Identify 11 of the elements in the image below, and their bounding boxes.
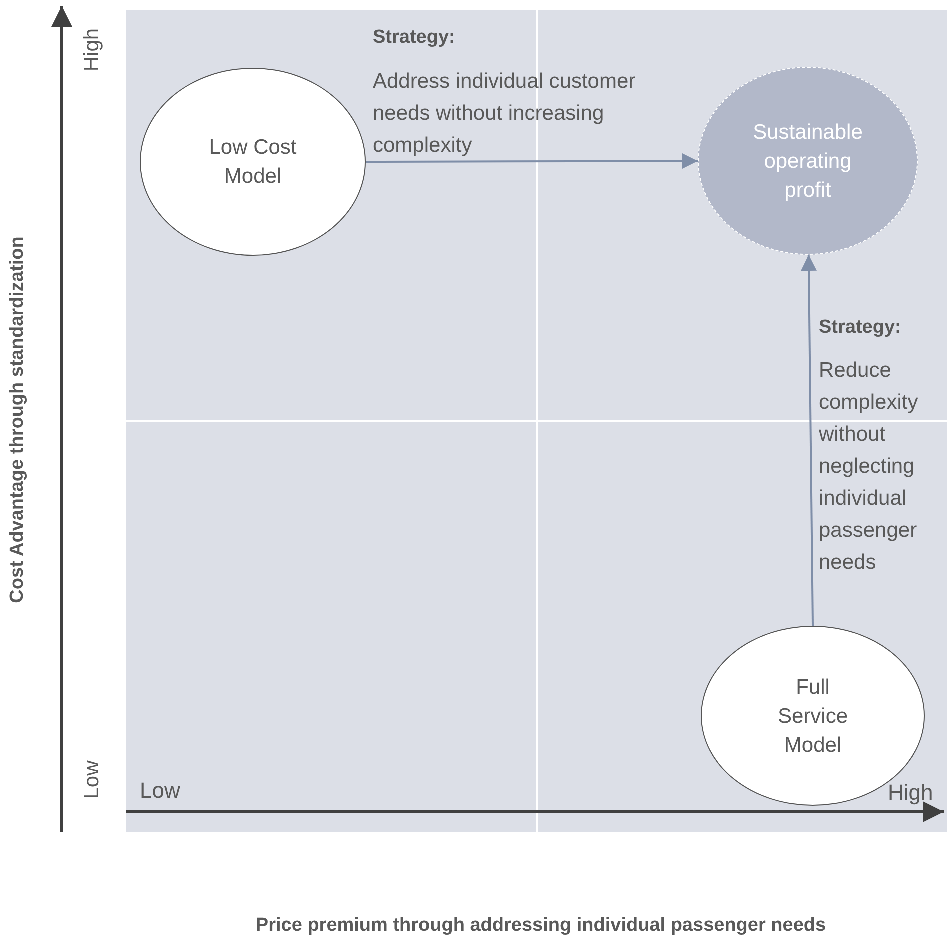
axis-label: Cost Advantage through standardization (6, 236, 29, 604)
strategy-heading: Strategy: (373, 26, 456, 50)
strategy-text: Address individual customer needs without increasing complexity (373, 69, 637, 159)
arrow (801, 254, 818, 626)
axis-label: Low (140, 777, 180, 805)
strategy-text: Reduce complexity without neglecting individual passenger needs (819, 358, 920, 576)
arrow (366, 153, 698, 170)
axis-label: Low (79, 760, 104, 800)
axis-label: Price premium through addressing individual passenger needs (256, 914, 826, 938)
strategy-heading: Strategy: (819, 316, 902, 340)
axis-label: High (79, 28, 104, 72)
